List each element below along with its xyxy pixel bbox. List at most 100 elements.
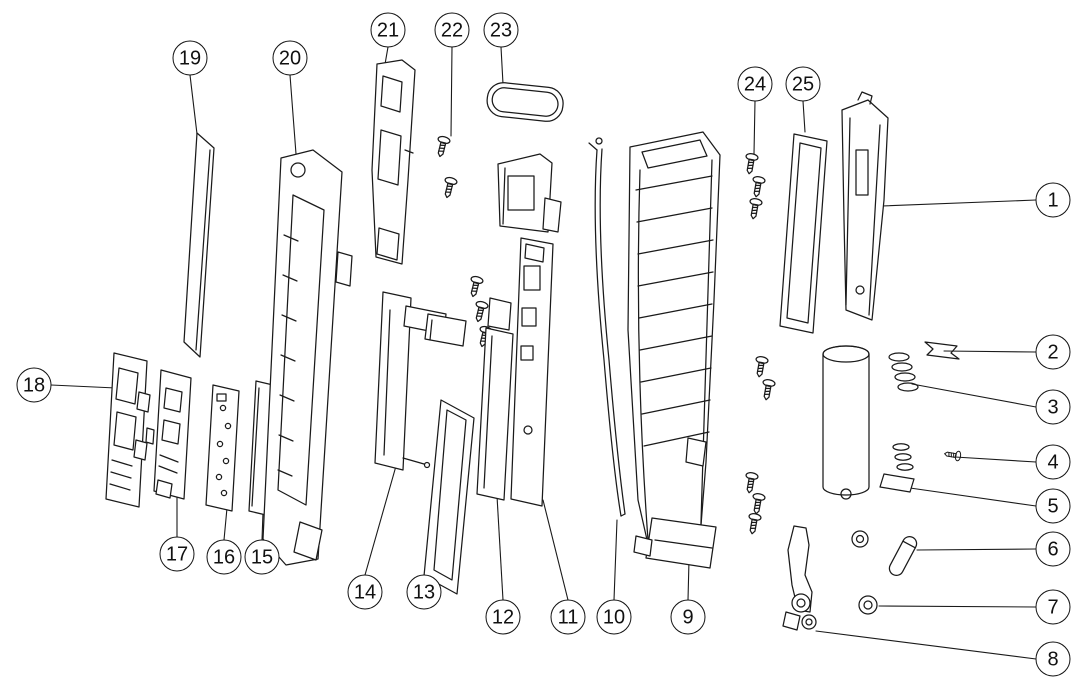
leader-line-23 [500,46,504,85]
part-5-shape [879,443,915,493]
part-13-shape [423,399,475,595]
callout-20: 20 [272,40,308,76]
callout-11-label: 11 [557,606,579,628]
callout-4: 4 [1035,444,1071,480]
part-18-shape [105,352,151,508]
part-21-shape [371,59,416,265]
callout-17: 17 [159,536,195,572]
part-9-shape [627,131,721,569]
callout-19: 19 [172,40,208,76]
callout-18: 18 [16,367,52,403]
leader-line-1 [881,199,1037,207]
leader-line-4 [954,456,1037,463]
callout-12: 12 [485,599,521,635]
leader-line-9 [687,559,690,601]
callout-2: 2 [1035,334,1071,370]
leader-line-11 [542,499,569,601]
callout-6: 6 [1035,531,1071,567]
part-3-shape [888,352,919,392]
callout-13-label: 13 [412,581,436,603]
callout-10-label: 10 [602,606,626,628]
callout-20-label: 20 [278,47,302,69]
callout-25: 25 [785,66,821,102]
part-11-shape [510,237,554,507]
callout-23-label: 23 [489,19,513,41]
callout-13: 13 [406,574,442,610]
leader-line-19 [189,74,198,135]
callout-25-label: 25 [791,73,815,95]
callout-24-label: 24 [743,73,767,95]
leader-line-6 [916,548,1037,551]
callout-23: 23 [483,12,519,48]
part-4-screw [943,448,962,462]
cylinder-shape [822,345,870,500]
leader-line-20 [289,74,297,155]
callout-21: 21 [370,12,406,48]
callout-1: 1 [1035,182,1071,218]
part-19-shape [183,132,215,358]
callout-16: 16 [206,539,242,575]
callout-2-label: 2 [1047,341,1059,363]
leader-line-2 [943,350,1037,353]
part-6-shape [888,536,918,576]
callout-21-label: 21 [376,19,400,41]
leader-line-7 [878,605,1037,608]
leader-line-10 [613,519,618,601]
leader-line-24 [753,100,756,155]
callout-14-label: 14 [353,581,377,603]
part-12-shape [476,297,514,501]
callout-17-label: 17 [165,543,189,565]
callout-3-label: 3 [1047,396,1059,418]
callout-22: 22 [434,12,470,48]
part-23-shape [486,82,564,122]
part-24-screws [742,152,777,536]
leader-line-16 [223,507,228,541]
part-1-shape [841,91,889,321]
callout-19-label: 19 [178,47,202,69]
callout-7: 7 [1035,589,1071,625]
leader-line-15 [261,511,264,541]
callout-8-label: 8 [1047,648,1059,670]
part-10-shape [588,137,626,517]
callout-9-label: 9 [682,606,694,628]
callout-15-label: 15 [250,546,274,568]
callout-5-label: 5 [1047,495,1059,517]
callout-12-label: 12 [491,606,515,628]
callout-7-label: 7 [1047,596,1059,618]
actuator-block-shape [424,313,467,347]
part-25-shape [779,133,828,334]
leader-line-3 [911,383,1037,408]
coil-spring-shape [851,530,869,548]
callout-14: 14 [347,574,383,610]
leader-line-12 [496,495,504,601]
part-2-shape [924,341,960,360]
part-14-shape [374,291,447,471]
callout-4-label: 4 [1047,451,1059,473]
callout-15: 15 [244,539,280,575]
leader-line-14 [364,465,397,576]
leader-line-8 [815,630,1037,660]
chassis-bracket-shape [497,153,562,233]
callout-11: 11 [550,599,586,635]
callout-6-label: 6 [1047,538,1059,560]
part-20-shape [262,149,353,566]
part-16-shape [205,384,240,512]
callout-1-label: 1 [1047,189,1059,211]
callout-24: 24 [737,66,773,102]
callout-5: 5 [1035,488,1071,524]
callout-9: 9 [670,599,706,635]
leader-line-18 [50,384,117,389]
part-7-shape [858,595,878,615]
part-8-shape [782,525,817,631]
callout-22-label: 22 [440,19,464,41]
leader-line-25 [802,100,806,133]
leader-line-22 [450,46,453,137]
callout-18-label: 18 [22,374,46,396]
callout-3: 3 [1035,389,1071,425]
callout-10: 10 [596,599,632,635]
leader-line-5 [909,487,1037,507]
callout-16-label: 16 [212,546,236,568]
callout-8: 8 [1035,641,1071,677]
